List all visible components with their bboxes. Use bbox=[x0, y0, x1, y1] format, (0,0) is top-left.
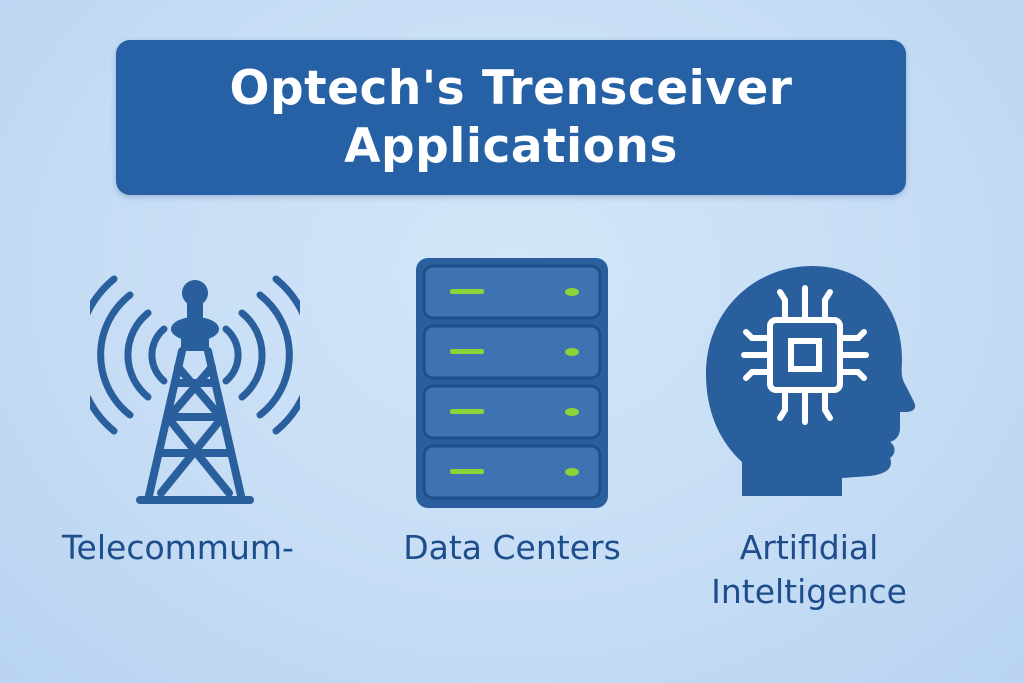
telecom-label: Telecommum- bbox=[62, 526, 352, 570]
title-banner: Optech's Trensceiver Applications bbox=[116, 40, 906, 195]
data-centers-label-line-1: Data Centers bbox=[403, 528, 621, 567]
head-chip-icon bbox=[706, 266, 916, 496]
title-line-2: Applications bbox=[344, 118, 678, 174]
telecom-label-line-1: Telecommum- bbox=[62, 528, 294, 567]
title-line-1: Optech's Trensceiver bbox=[229, 60, 793, 116]
ai-label-line-2: Inteltigence bbox=[711, 572, 907, 611]
ai-label: Artifldial Inteltigence bbox=[684, 526, 934, 614]
data-centers-label: Data Centers bbox=[372, 526, 652, 570]
ai-label-line-1: Artifldial bbox=[739, 528, 879, 567]
cell-tower-icon bbox=[90, 275, 300, 504]
server-rack-icon bbox=[416, 258, 608, 508]
